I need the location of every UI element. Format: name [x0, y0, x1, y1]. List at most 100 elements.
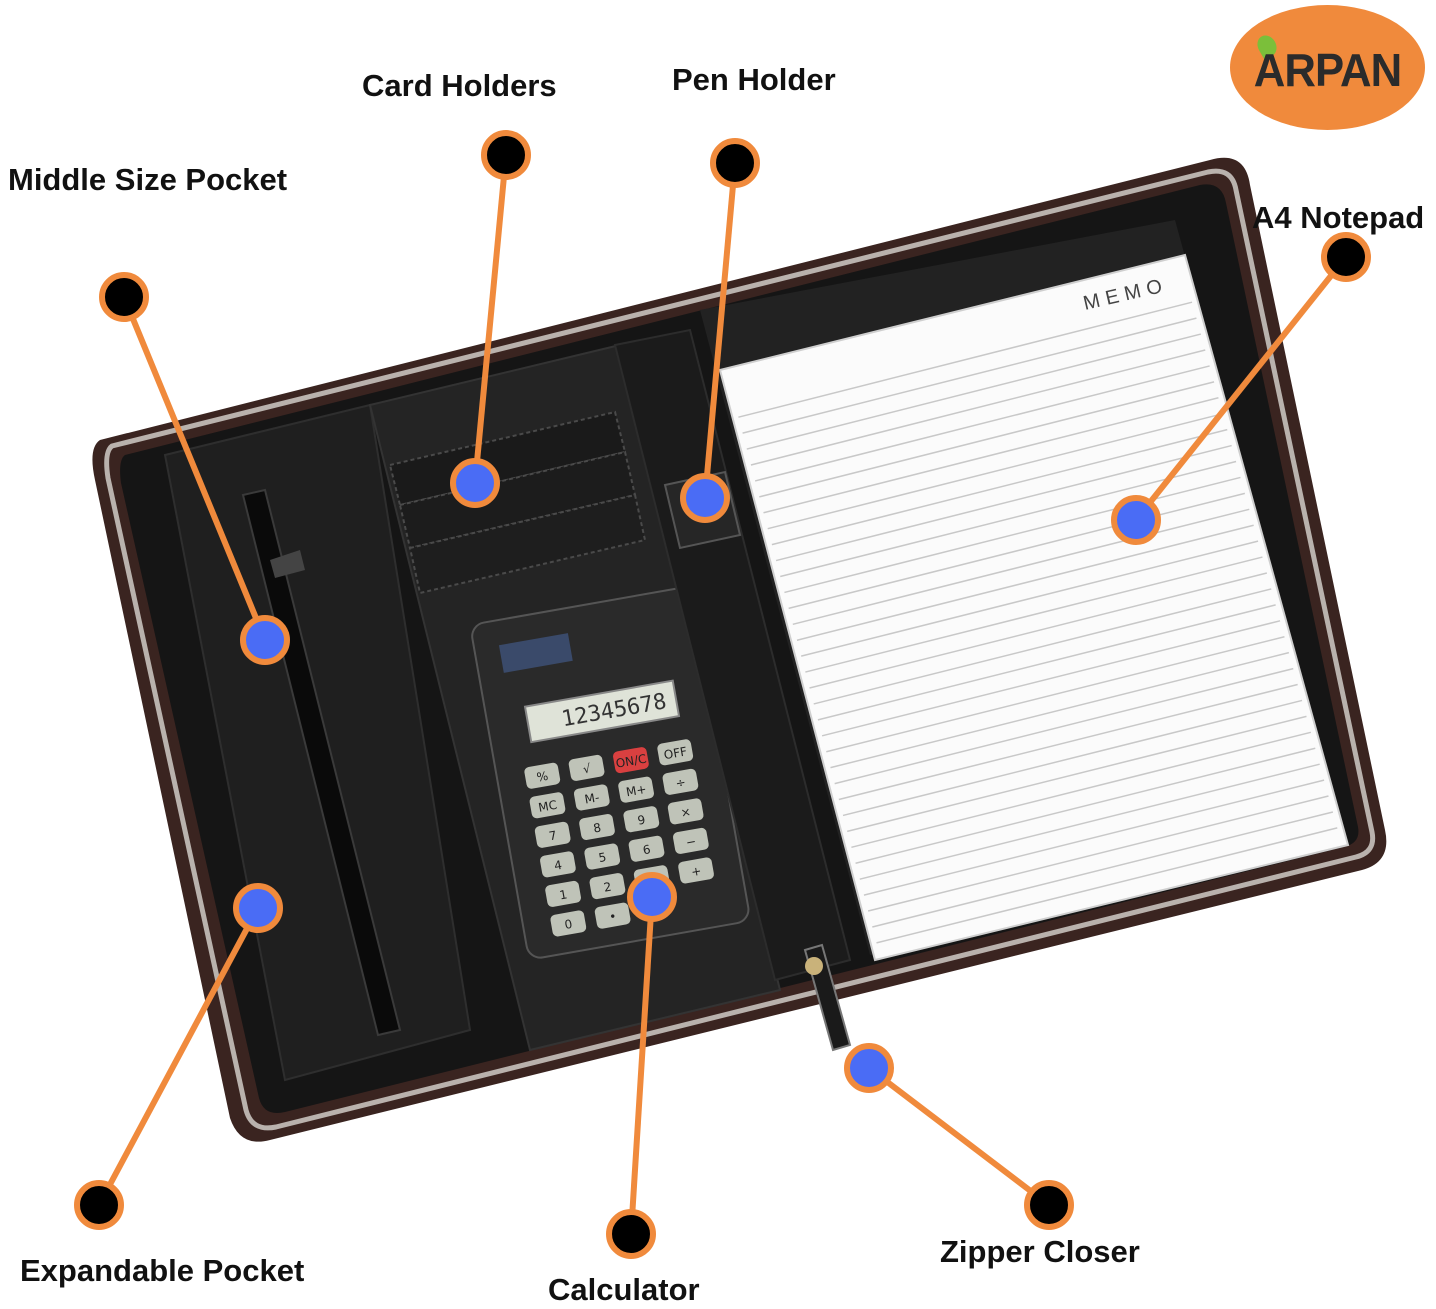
notepad-rule-line — [800, 540, 1259, 657]
label-expandable-pocket: Expandable Pocket — [20, 1253, 305, 1288]
notepad-rule-line — [847, 715, 1307, 833]
notepad-rule-line — [767, 412, 1224, 530]
calculator-key-label: 4 — [553, 858, 563, 873]
marker-middle-pocket — [240, 615, 290, 665]
label-middle-size-pocket: Middle Size Pocket — [8, 162, 288, 197]
end-dot-pen-holder — [710, 138, 760, 188]
calculator-key-label: 2 — [603, 880, 613, 895]
notepad-rule-line — [771, 428, 1228, 546]
calculator-key — [667, 798, 704, 825]
notepad-rule-line — [842, 699, 1303, 817]
callout-lines — [96, 154, 1349, 1235]
notepad-rule-line — [792, 508, 1250, 626]
notepad-rule-line — [809, 572, 1268, 689]
notepad-rule-line — [838, 683, 1298, 801]
end-dot-expandable-pocket — [74, 1180, 124, 1230]
calculator-key — [613, 747, 649, 774]
callout-line-middle-pocket — [121, 295, 268, 642]
notepad-rule-line — [763, 397, 1219, 514]
notepad-rule-line — [821, 620, 1281, 737]
calculator-key — [589, 873, 626, 900]
calculator-key — [678, 857, 714, 884]
notepad-rule-line — [813, 588, 1272, 705]
label-pen-holder: Pen Holder — [672, 62, 836, 97]
notepad-rule-line — [805, 556, 1263, 673]
notepad-rule-line — [750, 349, 1206, 466]
end-dot-calculator — [606, 1209, 656, 1259]
notepad-rule-line — [855, 747, 1316, 864]
zipper-slider — [805, 957, 823, 975]
notepad-rule-line — [826, 636, 1285, 753]
calculator-key — [594, 902, 631, 929]
brand-logo-text: ARPAN — [1253, 44, 1402, 96]
notepad-rule-line — [742, 317, 1197, 434]
calculator-key — [550, 910, 587, 937]
notepad-rule-line — [796, 524, 1254, 641]
notepad-rule-line — [817, 604, 1276, 721]
calculator-key-label: OFF — [663, 744, 688, 762]
label-zipper-closer: Zipper Closer — [940, 1234, 1140, 1269]
marker-expandable-pocket — [233, 883, 283, 933]
marker-card-holders — [450, 458, 500, 508]
calculator-key — [672, 827, 709, 854]
calculator-key-label: 1 — [558, 887, 568, 902]
calculator-key-label: − — [685, 834, 697, 850]
marker-a4-notepad — [1111, 495, 1161, 545]
callout-line-expandable-pocket — [96, 906, 261, 1207]
marker-dots — [233, 458, 1161, 1093]
pocket-zip-pull — [270, 550, 305, 578]
calculator-key-label: × — [680, 805, 692, 821]
calculator-key — [568, 754, 605, 781]
calculator-key — [573, 784, 610, 811]
notepad-rule-line — [788, 492, 1246, 610]
calculator-key — [545, 880, 581, 907]
calculator-key-label: + — [690, 864, 702, 880]
marker-pen-holder — [680, 473, 730, 523]
notepad-rule-line — [738, 301, 1193, 418]
label-calculator: Calculator — [548, 1272, 700, 1307]
card-slot-3 — [408, 493, 647, 595]
calculator-screen — [523, 679, 681, 744]
marker-calculator — [627, 872, 677, 922]
notepad-rule-line — [867, 795, 1329, 912]
end-dot-zipper — [1024, 1180, 1074, 1230]
calculator-key-label: 5 — [597, 850, 607, 865]
calculator-key — [534, 821, 571, 848]
zipper-track — [104, 168, 1376, 1131]
end-dot-middle-pocket — [99, 272, 149, 322]
calculator-key-label: ON/C — [615, 752, 648, 771]
calculator-key-label: MC — [537, 798, 558, 815]
card-slot-1 — [388, 410, 627, 507]
notepad-rule-line — [863, 779, 1325, 896]
end-dot-a4-notepad — [1321, 232, 1371, 282]
calculator-key — [623, 806, 660, 833]
calculator-key — [662, 768, 699, 795]
notepad-rule-line — [775, 444, 1232, 562]
notepad-rule-line — [784, 476, 1241, 594]
calculator-key — [540, 851, 576, 878]
calculator-key-label: 9 — [637, 813, 647, 828]
calculator-key-label: 7 — [548, 828, 558, 843]
calculator-key-label: 6 — [642, 842, 652, 857]
callout-line-pen-holder — [702, 162, 738, 499]
calculator-key — [618, 776, 654, 803]
calculator-key-label: M+ — [625, 782, 648, 799]
notepad-rule-line — [876, 827, 1338, 944]
notepad-rule-line — [759, 381, 1215, 498]
notepad-rule-line — [746, 333, 1202, 450]
calculator-key-label: M- — [584, 790, 601, 806]
notepad-lines — [738, 301, 1338, 944]
calculator-key-label: 0 — [564, 917, 574, 932]
label-card-holders: Card Holders — [362, 68, 557, 103]
brand-logo: ARPAN — [1230, 5, 1425, 130]
calculator-key-label: √ — [582, 761, 592, 776]
callout-line-a4-notepad — [1133, 255, 1349, 522]
notepad-rule-line — [834, 667, 1294, 785]
calculator-key-label: ÷ — [674, 775, 686, 791]
notepad-rule-line — [859, 763, 1320, 880]
notepad-rule-line — [851, 731, 1312, 849]
notepad-rule-line — [754, 365, 1210, 482]
callout-line-calculator — [628, 896, 655, 1235]
